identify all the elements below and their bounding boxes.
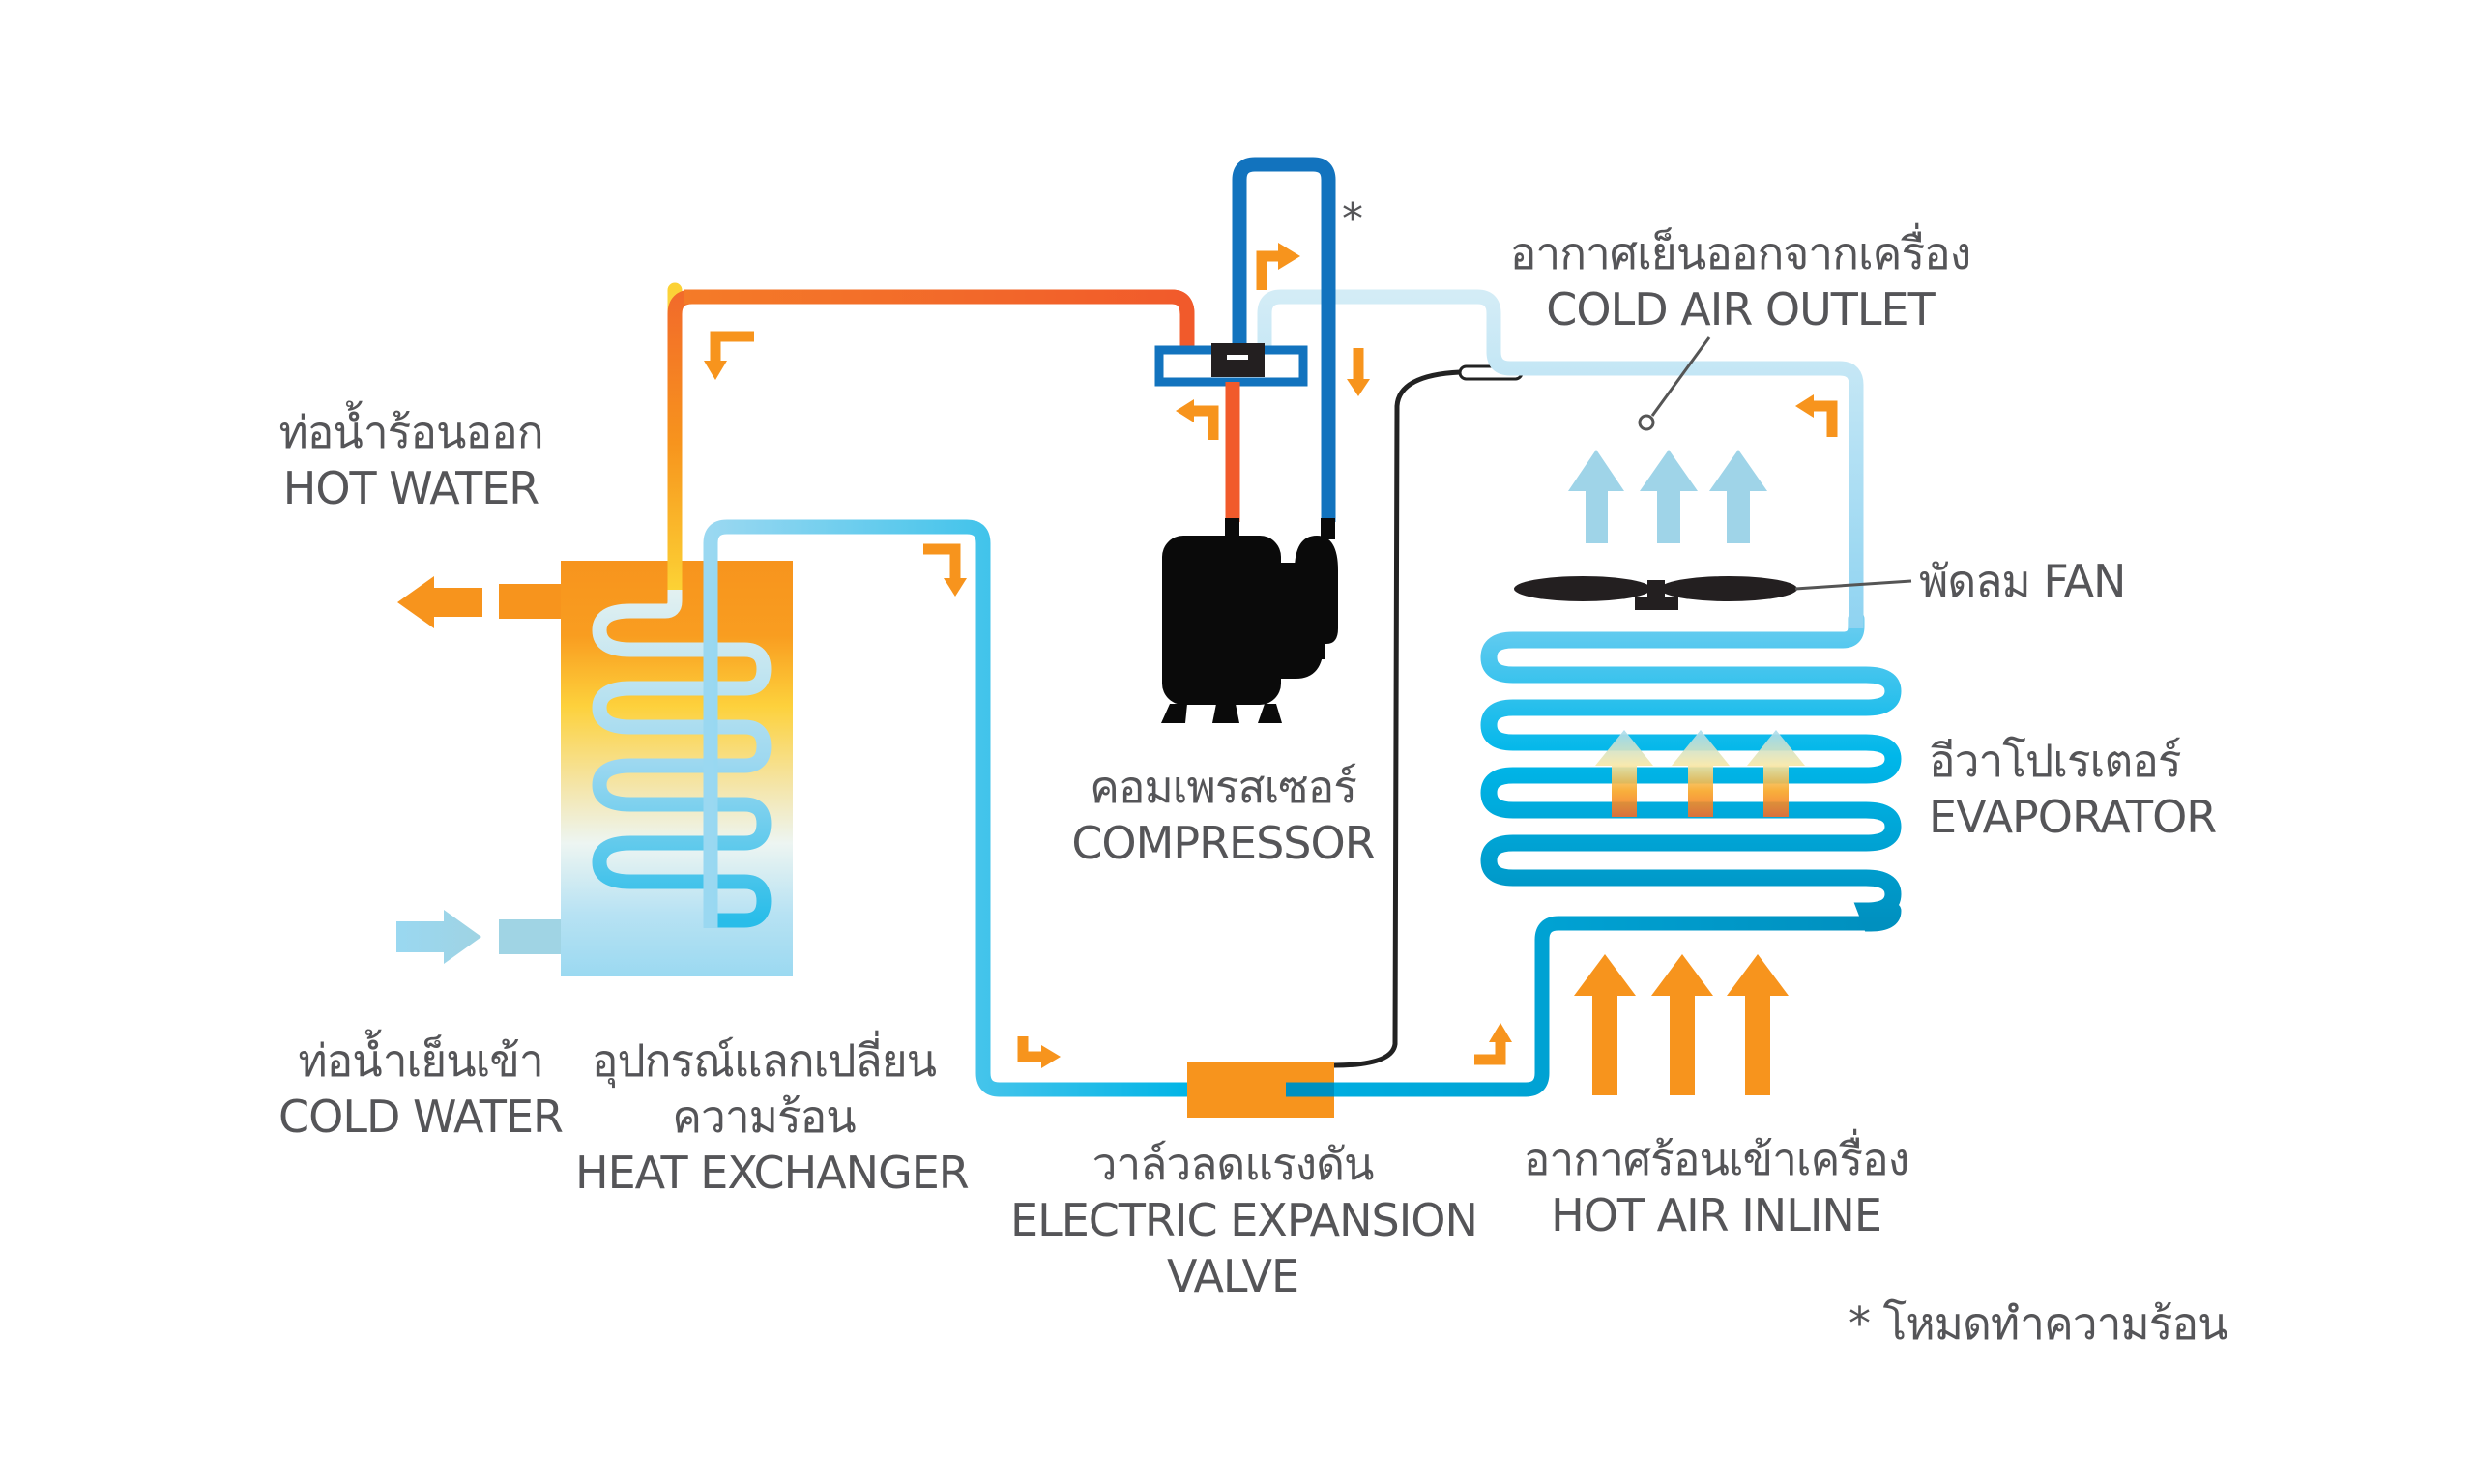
- heating-mode-asterisk: *: [1342, 191, 1363, 247]
- flow-arrow-icon: [1191, 405, 1219, 440]
- cold-refrigerant-pipe: [703, 519, 1194, 1097]
- fan-hub: [1647, 580, 1665, 597]
- suction-pipe: [1257, 289, 1864, 628]
- flow-arrowhead-icon: [1176, 399, 1194, 422]
- footnote-text: * โหมดทำความร้อน: [1849, 1297, 2228, 1350]
- fan-label: พัดลม FAN: [1919, 553, 2126, 609]
- expansion-valve-label-en1: ELECTRIC EXPANSION: [1010, 1194, 1478, 1246]
- hot-water-label: ท่อน้ำร้อนออก HOT WATER: [256, 404, 566, 516]
- inner-air-arrow-icon: [1747, 730, 1805, 817]
- fan-blade: [1514, 576, 1651, 601]
- compressor-pipe-stub: [1225, 518, 1239, 539]
- compressor-label: คอมเพรสเซอร์ COMPRESSOR: [1063, 759, 1383, 871]
- cold-air-outlet-label-th: อากาศเย็นออกจากเครื่อง: [1509, 227, 1972, 279]
- compressor-accumulator: [1267, 536, 1338, 679]
- asterisk-text: *: [1342, 194, 1363, 244]
- cold-water-inlet-pipe: [499, 919, 561, 954]
- flow-arrow-icon: [1256, 250, 1281, 290]
- flow-arrow-icon: [1811, 400, 1838, 437]
- heat-exchanger-label-th1: อุปกรณ์แลกเปลี่ยน: [591, 1034, 937, 1087]
- inner-air-arrow-icon: [1595, 730, 1653, 817]
- cold-air-arrow-icon: [1709, 450, 1767, 543]
- flow-arrowhead-icon: [944, 578, 967, 597]
- evaporator-coil: [1480, 610, 1902, 932]
- hot-air-arrow-icon: [1727, 954, 1789, 1095]
- cold-air-leader-dot: [1638, 414, 1655, 431]
- expansion-valve-label-th: วาล์วลดแรงดัน: [1092, 1138, 1375, 1190]
- flow-arrow-icon: [1017, 1036, 1044, 1062]
- fan-motor: [1635, 597, 1678, 610]
- inner-air-arrow-icon: [1672, 730, 1730, 817]
- cold-water-in-arrow-icon: [396, 910, 481, 964]
- hot-air-inline-label: อากาศร้อนเข้าเครื่อง HOT AIR INLINE: [1494, 1131, 1938, 1243]
- compressor-body: [1162, 536, 1281, 705]
- compressor-label-th: คอมเพรสเซอร์: [1090, 761, 1357, 813]
- compressor-pipe-stub: [1321, 518, 1335, 539]
- hot-air-inline-label-en: HOT AIR INLINE: [1551, 1189, 1882, 1241]
- fan-leader-line: [1794, 579, 1912, 591]
- flow-arrowhead-icon: [704, 361, 727, 380]
- heating-mode-footnote: * โหมดทำความร้อน: [1849, 1295, 2228, 1352]
- evaporator-inlet-pipe: [1286, 916, 1871, 1097]
- flow-arrowhead-icon: [1041, 1045, 1061, 1068]
- four-way-valve-slot: [1227, 355, 1248, 360]
- heat-exchanger-label-en: HEAT EXCHANGER: [575, 1147, 970, 1199]
- heat-exchanger: [396, 282, 793, 976]
- heat-exchanger-coil: [592, 282, 772, 928]
- compressor-label-en: COMPRESSOR: [1071, 817, 1375, 869]
- four-way-valve-actuator: [1211, 343, 1265, 377]
- hot-air-arrow-icon: [1574, 954, 1636, 1095]
- flow-arrow-icon: [710, 331, 754, 363]
- hot-air-arrows: [1574, 954, 1789, 1095]
- cold-air-arrow-icon: [1568, 450, 1624, 543]
- cold-water-label: ท่อน้ำเย็นเข้า COLD WATER: [276, 1033, 566, 1145]
- compressor-foot: [1161, 704, 1187, 723]
- heat-exchanger-label-th2: ความร้อน: [672, 1091, 857, 1143]
- fan-label-text: พัดลม FAN: [1919, 555, 2126, 607]
- evaporator-label: อีวาโปเรเตอร์ EVAPORATOR: [1929, 733, 2217, 845]
- compressor: [1161, 518, 1338, 723]
- cold-water-label-en: COLD WATER: [278, 1091, 564, 1143]
- cold-air-leader-line: [1650, 336, 1711, 417]
- expansion-valve-label-en2: VALVE: [1166, 1250, 1299, 1302]
- flow-arrowheads: [704, 243, 1814, 1068]
- cold-air-outlet-label-en: COLD AIR OUTLET: [1546, 283, 1935, 335]
- hot-refrigerant-pipe-top: [684, 289, 1195, 353]
- hot-air-inline-label-th: อากาศร้อนเข้าเครื่อง: [1523, 1133, 1909, 1185]
- flow-arrows: [710, 250, 1838, 1065]
- heat-exchanger-label: อุปกรณ์แลกเปลี่ยน ความร้อน HEAT EXCHANGE…: [575, 1033, 970, 1201]
- compressor-suction-pipe: [1232, 157, 1336, 522]
- fan: [1514, 576, 1797, 610]
- compressor-foot: [1258, 704, 1282, 723]
- expansion-valve-label: วาล์วลดแรงดัน ELECTRIC EXPANSION VALVE: [1010, 1136, 1478, 1304]
- hot-air-arrow-icon: [1651, 954, 1713, 1095]
- fan-blade: [1660, 576, 1797, 601]
- hot-water-out-arrow-icon: [397, 576, 482, 628]
- flow-arrowhead-icon: [1278, 243, 1300, 270]
- compressor-foot: [1212, 704, 1239, 723]
- evaporator-label-en: EVAPORATOR: [1929, 791, 2217, 843]
- flow-arrowhead-icon: [1489, 1023, 1512, 1042]
- hot-water-label-en: HOT WATER: [282, 462, 540, 514]
- cold-air-outlet-label: อากาศเย็นออกจากเครื่อง COLD AIR OUTLET: [1465, 225, 2016, 337]
- cold-air-arrow-icon: [1640, 450, 1698, 543]
- cold-water-label-th: ท่อน้ำเย็นเข้า: [298, 1034, 543, 1087]
- flow-arrow-icon: [923, 543, 961, 580]
- hot-water-label-th: ท่อน้ำร้อนออก: [278, 406, 543, 458]
- flow-arrow-icon: [1474, 1039, 1506, 1065]
- sensor-wire: [1333, 369, 1461, 1068]
- hot-water-outlet-pipe: [499, 584, 561, 619]
- flow-arrowhead-icon: [1347, 379, 1370, 396]
- flow-arrowhead-icon: [1795, 394, 1814, 418]
- evaporator-label-th: อีวาโปเรเตอร์: [1929, 735, 2182, 787]
- inner-air-arrows: [1595, 730, 1805, 817]
- cold-air-arrows: [1568, 450, 1767, 543]
